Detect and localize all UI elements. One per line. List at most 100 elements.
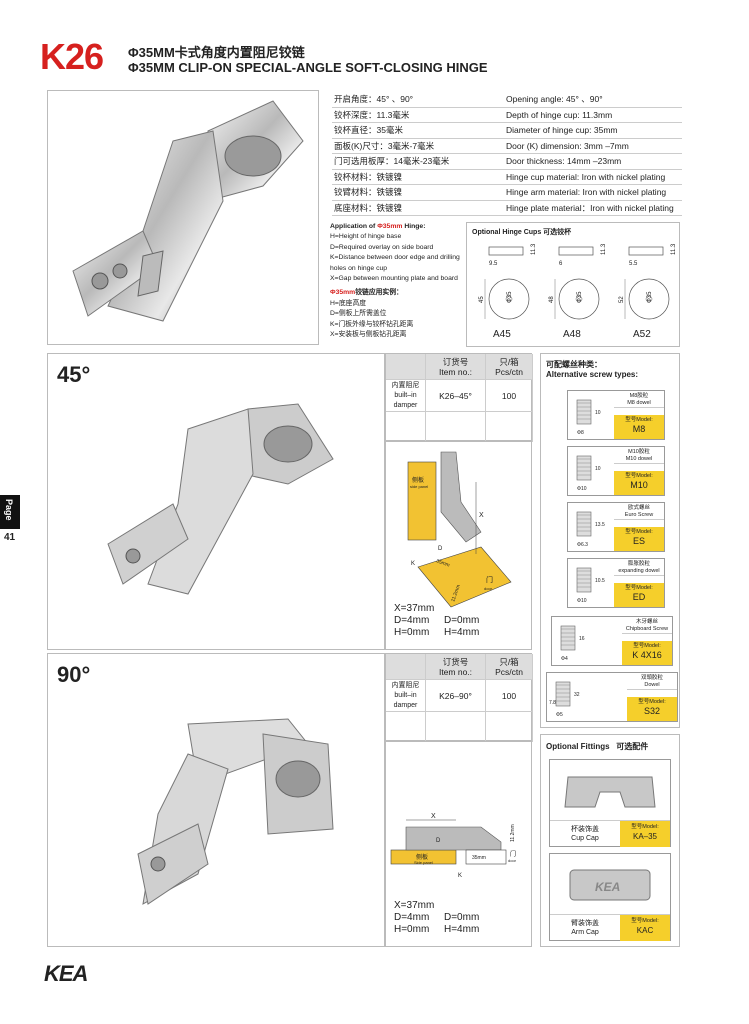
spec-cn: 门可选用板厚：14毫米-23毫米 <box>334 156 450 166</box>
header-cn: 只/箱 <box>499 656 519 667</box>
variant-image-box: 90° <box>47 653 385 947</box>
cup-dim-b: 11.3 <box>601 243 607 255</box>
table-corner <box>386 654 426 680</box>
dim-35: 35mm <box>472 855 486 861</box>
cup-dim-c: 45 <box>479 296 485 303</box>
cup-dim-b: 11.3 <box>531 243 537 255</box>
screw-name-cn: 欧式螺丝 <box>627 505 650 511</box>
header-cn: 订货号 <box>442 356 469 367</box>
screw-model-value: K 4X16 <box>632 650 662 660</box>
measure-x: X=37mm <box>394 603 435 614</box>
screw-name-cn: 双頭胶粒 <box>640 675 663 681</box>
header-en: Pcs/ctn <box>495 366 523 377</box>
hinge-image <box>72 100 304 322</box>
pcs-value: 100 <box>501 390 517 401</box>
screw-name-en: expanding dowel <box>618 568 660 574</box>
hinge-image <box>137 718 334 905</box>
empty-cell <box>386 412 426 442</box>
spec-cn: 铰臂材料：铁镀镍 <box>334 187 403 197</box>
item-no-cell: K26–90° <box>426 680 486 712</box>
pcs-cell: 100 <box>486 680 533 712</box>
door-label: 门 <box>486 575 493 584</box>
table-corner <box>386 354 426 380</box>
spec-en: Hinge arm material: Iron with nickel pla… <box>506 187 667 197</box>
screw-model: 型号Model:K 4X16 <box>622 641 672 665</box>
row-label-en: built–in damper <box>393 391 418 409</box>
cup-name: A48 <box>563 329 581 340</box>
row-label-en: built–in damper <box>393 691 418 709</box>
variant-angle: 45° <box>57 362 91 387</box>
variant-angle: 90° <box>57 662 91 687</box>
screw-model-value: M10 <box>630 480 648 490</box>
model-label: 型号Model: <box>625 417 653 423</box>
cup-name: A52 <box>633 329 651 340</box>
model-label: 型号Model: <box>631 824 659 830</box>
title-en: Φ35MM CLIP-ON SPECIAL-ANGLE SOFT-CLOSING… <box>128 60 488 75</box>
dim-35: 35mm <box>435 558 450 568</box>
header-cn: 订货号 <box>442 656 469 667</box>
spec-en: Door (K) dimension: 3mm –7mm <box>506 140 629 151</box>
arm-cap-image: KEA <box>569 869 651 901</box>
brand-logo: KEA <box>44 961 88 986</box>
measure-h2: H=4mm <box>444 627 480 638</box>
item-no: K26–45° <box>439 390 472 401</box>
fitting-model: 型号Model:KAC <box>620 915 670 941</box>
screw-dim-2: 10.5 <box>595 578 605 584</box>
door-label: 门 <box>510 850 516 858</box>
spec-en: Hinge cup material: Iron with nickel pla… <box>506 171 666 182</box>
measure-d2: D=0mm <box>444 615 480 626</box>
dim-112: 11.2mm <box>450 584 462 603</box>
dim-d: D <box>436 838 441 844</box>
cup-dim-d: Φ35 <box>507 291 513 303</box>
dim-k: K <box>458 873 462 879</box>
screw-drawing: Φ6.313.5 <box>576 511 605 548</box>
screw-dim-1: Φ4 <box>561 656 568 662</box>
spec-en: Door thickness: 14mm –23mm <box>506 156 622 166</box>
title-cn: Φ35MM卡式角度内置阻尼铰链 <box>128 45 305 60</box>
cup-dim-c: 52 <box>619 296 625 303</box>
screw-dim-2: 10 <box>595 466 601 472</box>
dim-x: X <box>479 512 484 519</box>
dim-112: 11.2mm <box>510 824 516 842</box>
screw-dim-2: 13.5 <box>595 522 605 528</box>
screw-dim-3: 7.8 <box>549 700 556 706</box>
door-label-en: door <box>484 586 493 591</box>
screw-dim-2: 10 <box>595 410 601 416</box>
measure-h1: H=0mm <box>394 627 430 638</box>
screw-name-cn: M10胶粒 <box>628 449 650 455</box>
empty-cell <box>426 712 486 742</box>
model-label: 型号Model: <box>631 918 659 924</box>
header-en: Item no.: <box>438 666 473 677</box>
side-panel-label-en: side panel <box>410 484 428 489</box>
screw-dim-1: Φ5 <box>556 712 563 718</box>
spec-row: 门可选用板厚：14毫米-23毫米 Door thickness: 14mm –23… <box>332 154 682 170</box>
screws-title-en: Alternative screw types: <box>546 370 639 379</box>
empty-cell <box>386 712 426 742</box>
dim-d: D <box>438 546 443 552</box>
pcs-value: 100 <box>501 690 517 701</box>
screw-model: 型号Model:ED <box>614 583 664 607</box>
cups-title: Optional Hinge Cups 可选铰杯 <box>472 229 572 236</box>
